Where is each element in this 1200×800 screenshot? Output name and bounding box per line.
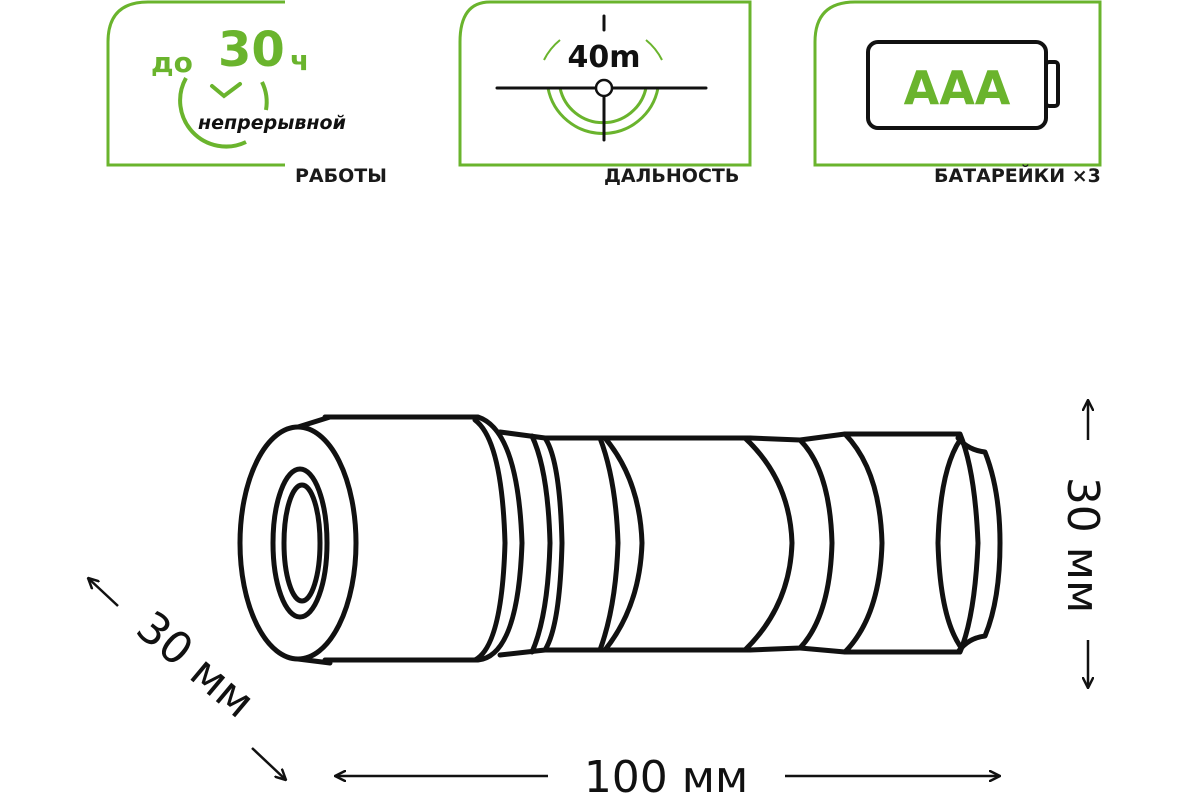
depth-label: 30 мм: [127, 602, 264, 729]
runtime-caption: РАБОТЫ: [295, 165, 387, 187]
feature-card-runtime: до 30 ч непрерывной РАБОТЫ: [106, 0, 387, 187]
battery-icon: [866, 40, 1060, 130]
flashlight-icon: [237, 414, 1003, 666]
dimension-length: 100 мм: [335, 752, 1000, 800]
battery-caption: БАТАРЕЙКИ ×3: [934, 164, 1101, 187]
crosshair-icon: [495, 14, 708, 142]
feature-card-range: 40m ДАЛЬНОСТЬ: [458, 0, 752, 187]
range-value: 40m: [567, 40, 640, 75]
length-label: 100 мм: [584, 752, 748, 800]
card-frame: [458, 0, 752, 167]
height-label: 30 мм: [1057, 477, 1108, 613]
runtime-unit: ч: [290, 44, 309, 77]
feature-card-battery: AAA БАТАРЕЙКИ ×3: [813, 0, 1102, 187]
battery-type: AAA: [904, 61, 1011, 115]
range-caption: ДАЛЬНОСТЬ: [604, 165, 739, 187]
runtime-prefix: до: [151, 46, 193, 79]
runtime-note: непрерывной: [198, 112, 346, 134]
runtime-value: 30: [218, 22, 285, 78]
dimension-height: 30 мм: [1057, 400, 1108, 688]
clock-icon: [178, 77, 269, 149]
card-frame: [106, 0, 285, 167]
dimension-depth: 30 мм: [88, 578, 286, 780]
card-frame: [813, 0, 1102, 167]
